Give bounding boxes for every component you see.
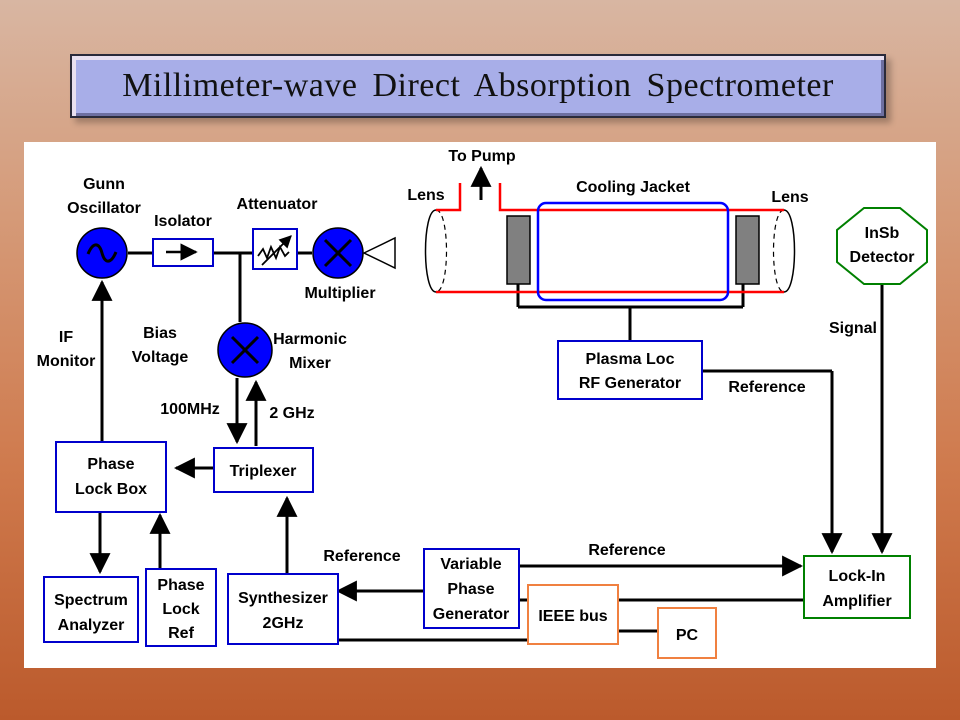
synthesizer-line1: Synthesizer: [238, 590, 328, 607]
bias-label-line1: Bias: [143, 325, 177, 342]
phase-lock-ref-box: Phase Lock Ref: [145, 568, 217, 647]
phase-lock-box-line1: Phase: [87, 456, 134, 473]
isolator-label: Isolator: [154, 213, 212, 230]
attenuator-label: Attenuator: [237, 196, 318, 213]
plasma-loc-line2: RF Generator: [579, 375, 681, 392]
multiplier-icon: [312, 227, 364, 279]
attenuator-icon: [252, 228, 298, 270]
variable-phase-generator-box: Variable Phase Generator: [423, 548, 520, 629]
lock-in-amplifier-box: Lock-In Amplifier: [803, 555, 911, 619]
insb-detector-line1: InSb: [865, 225, 900, 242]
plasma-loc-box: Plasma Loc RF Generator: [557, 340, 703, 400]
lock-in-line2: Amplifier: [822, 593, 891, 610]
cooling-jacket: [536, 201, 730, 302]
pc-box: PC: [657, 607, 717, 659]
plasma-loc-line1: Plasma Loc: [586, 351, 675, 368]
ieee-bus-box: IEEE bus: [527, 584, 619, 645]
diagram-panel: InSb Detector Phase Lock Box Triplexer S…: [24, 142, 936, 668]
spectrometer-diagram: InSb Detector Phase Lock Box Triplexer S…: [37, 148, 928, 659]
reference-plasma-label: Reference: [728, 379, 805, 396]
reference-vpg-label: Reference: [588, 542, 665, 559]
electrode-left: [506, 215, 531, 285]
lens-right-label: Lens: [771, 189, 808, 206]
pc-label: PC: [676, 627, 699, 644]
lock-in-line1: Lock-In: [829, 568, 886, 585]
to-pump-label: To Pump: [448, 148, 515, 165]
reference-synth-label: Reference: [323, 548, 400, 565]
spectrum-analyzer-box: Spectrum Analyzer: [43, 576, 139, 643]
phase-lock-box-line2: Lock Box: [75, 481, 147, 498]
page-title: Millimeter-wave Direct Absorption Spectr…: [122, 67, 834, 104]
insb-detector: InSb Detector: [836, 207, 928, 285]
phase-lock-ref-line3: Ref: [168, 625, 194, 642]
harmonic-mixer-icon: [217, 322, 273, 378]
vpg-line3: Generator: [433, 606, 509, 623]
phase-lock-ref-line1: Phase: [157, 577, 204, 594]
if-label-line1: IF: [59, 329, 73, 346]
freq-100mhz-label: 100MHz: [160, 401, 220, 418]
cooling-jacket-label: Cooling Jacket: [576, 179, 690, 196]
horn-icon: [362, 236, 396, 270]
freq-2ghz-label: 2 GHz: [269, 405, 314, 422]
insb-detector-line2: Detector: [850, 249, 915, 266]
vpg-line2: Phase: [447, 581, 494, 598]
synthesizer-line2: 2GHz: [263, 615, 304, 632]
spectrum-analyzer-line2: Analyzer: [58, 617, 125, 634]
gunn-oscillator-icon: [76, 227, 128, 279]
phase-lock-box: Phase Lock Box: [55, 441, 167, 513]
isolator-icon: [152, 238, 214, 267]
harmonic-label-line2: Mixer: [289, 355, 331, 372]
electrode-right: [735, 215, 760, 285]
vpg-line1: Variable: [440, 556, 501, 573]
lens-left-label: Lens: [407, 187, 444, 204]
if-label-line2: Monitor: [37, 353, 96, 370]
triplexer-label: Triplexer: [230, 463, 297, 480]
synthesizer-box: Synthesizer 2GHz: [227, 573, 339, 645]
spectrum-analyzer-line1: Spectrum: [54, 592, 128, 609]
ieee-bus-label: IEEE bus: [538, 608, 607, 625]
harmonic-label-line1: Harmonic: [273, 331, 347, 348]
triplexer-box: Triplexer: [213, 447, 314, 493]
signal-label: Signal: [829, 320, 877, 337]
gunn-label-line2: Oscillator: [67, 200, 141, 217]
multiplier-label: Multiplier: [304, 285, 375, 302]
absorption-cell: [424, 183, 796, 302]
phase-lock-ref-line2: Lock: [162, 601, 199, 618]
title-banner: Millimeter-wave Direct Absorption Spectr…: [70, 54, 886, 118]
bias-label-line2: Voltage: [132, 349, 189, 366]
gunn-label-line1: Gunn: [83, 176, 125, 193]
